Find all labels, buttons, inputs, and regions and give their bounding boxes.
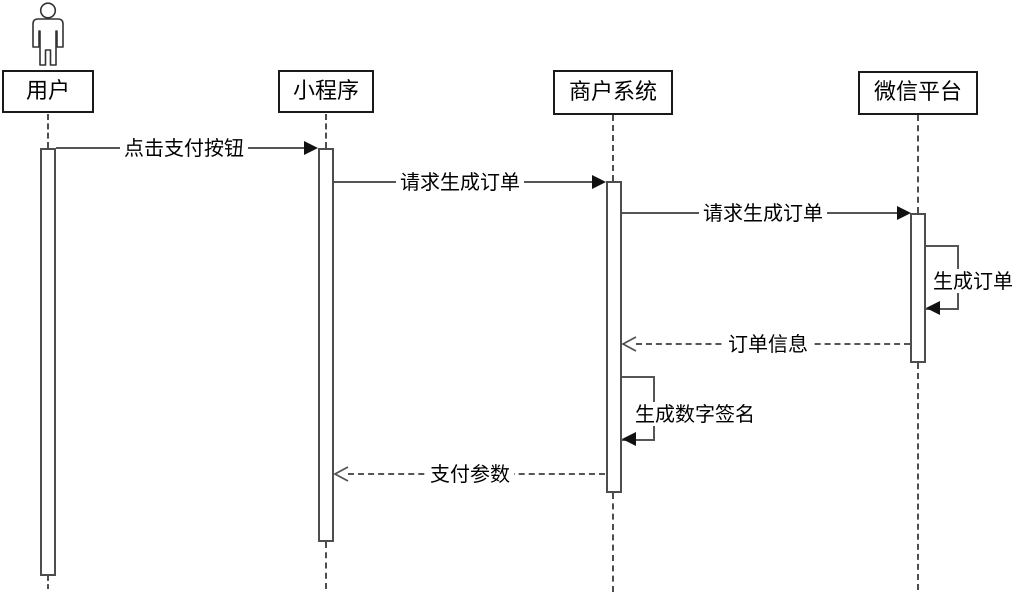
filled-arrowhead-icon	[304, 141, 318, 155]
activation-bar-wechat	[910, 213, 926, 363]
lifeline-merchant-bottom	[612, 493, 614, 592]
lifeline-wechat-bottom	[917, 363, 919, 590]
lifeline-wechat-top	[917, 115, 919, 213]
activation-bar-user	[40, 148, 56, 576]
message-label-click-pay: 点击支付按钮	[120, 136, 248, 160]
participant-box-wechat-platform: 微信平台	[858, 71, 978, 115]
participant-label-merchant-system: 商户系统	[568, 79, 657, 105]
message-label-generate-order: 生成订单	[929, 269, 1017, 293]
filled-arrowhead-icon	[926, 301, 940, 315]
lifeline-user-top	[47, 114, 49, 148]
participant-box-merchant-system: 商户系统	[553, 70, 673, 115]
participant-label-wechat-platform: 微信平台	[873, 80, 962, 105]
lifeline-merchant-top	[612, 115, 614, 181]
participant-box-miniprogram: 小程序	[278, 70, 374, 113]
filled-arrowhead-icon	[592, 175, 606, 189]
message-label-request-order-1: 请求生成订单	[396, 170, 524, 194]
message-label-digital-signature: 生成数字签名	[631, 402, 759, 426]
participant-label-user: 用户	[25, 78, 70, 104]
filled-arrowhead-icon	[622, 432, 636, 446]
message-label-pay-params: 支付参数	[426, 462, 514, 486]
activation-bar-miniprogram	[318, 148, 334, 542]
participant-box-user: 用户	[2, 70, 94, 113]
filled-arrowhead-icon	[897, 206, 911, 220]
participant-label-miniprogram: 小程序	[292, 78, 359, 104]
message-label-order-info: 订单信息	[724, 332, 812, 356]
lifeline-miniprogram-bottom	[325, 542, 327, 589]
lifeline-user-bottom	[47, 576, 49, 589]
activation-bar-merchant	[606, 181, 622, 493]
open-arrowhead-icon	[621, 336, 637, 352]
actor-person-icon	[32, 2, 64, 66]
open-arrowhead-icon	[333, 466, 349, 482]
message-label-request-order-2: 请求生成订单	[699, 201, 827, 225]
lifeline-miniprogram-top	[325, 114, 327, 148]
